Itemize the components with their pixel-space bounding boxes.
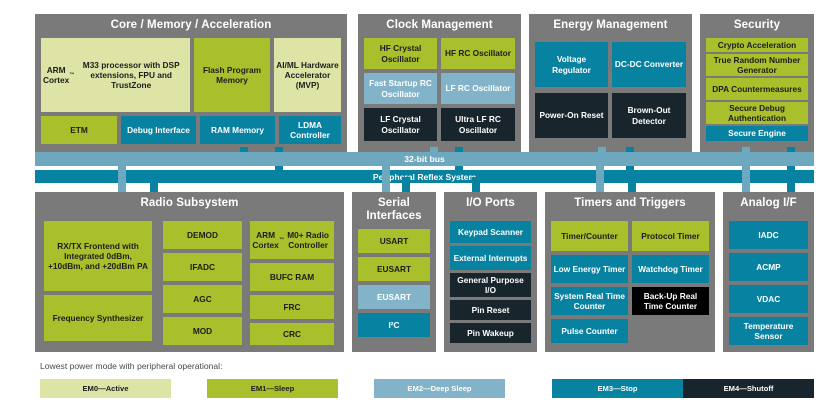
panel-radio-title: Radio Subsystem (140, 197, 239, 209)
block-i2c: I²C (358, 313, 430, 337)
bus-stub (787, 177, 795, 192)
block-frequency-synthesizer: Frequency Synthesizer (44, 295, 152, 341)
block-timer-counter: Timer/Counter (551, 221, 628, 251)
block-demod: DEMOD (163, 221, 242, 249)
legend-swatch-em4: EM4—Shutoff (683, 379, 814, 398)
panel-timers-and-triggers: Timers and Triggers Timer/Counter Protoc… (545, 192, 715, 352)
block-secure-engine: Secure Engine (706, 126, 808, 141)
block-dc-dc-converter: DC-DC Converter (612, 42, 686, 87)
bus-stub (150, 177, 158, 192)
panel-clock-management: Clock Management HF Crystal Oscillator H… (358, 14, 521, 154)
block-general-purpose-io: General Purpose I/O (450, 273, 531, 297)
block-rx-tx-frontend: RX/TX Frontend with Integrated 0dBm, +10… (44, 221, 152, 291)
block-pulse-counter: Pulse Counter (551, 319, 628, 343)
bus-stub (402, 177, 410, 192)
block-bufc-ram: BUFC RAM (250, 263, 334, 291)
block-ram-memory: RAM Memory (200, 116, 275, 144)
panel-serial-title: Serial Interfaces (366, 197, 422, 222)
legend-caption: Lowest power mode with peripheral operat… (40, 361, 223, 371)
block-external-interrupts: External Interrupts (450, 246, 531, 270)
panel-energy-title: Energy Management (553, 19, 668, 31)
block-lf-rc-oscillator: LF RC Oscillator (441, 73, 515, 104)
block-frc: FRC (250, 295, 334, 319)
bus-stub (742, 160, 750, 192)
panel-analog-if: Analog I/F IADC ACMP VDAC Temperature Se… (723, 192, 814, 352)
panel-core-title: Core / Memory / Acceleration (110, 19, 272, 31)
block-lf-crystal-oscillator: LF Crystal Oscillator (364, 108, 437, 141)
block-eusart-em1: EUSART (358, 257, 430, 281)
block-true-random-number-generator: True Random Number Generator (706, 54, 808, 76)
bus-32-bit-label: 32-bit bus (404, 154, 445, 164)
block-fast-startup-rc-oscillator: Fast Startup RC Oscillator (364, 73, 437, 104)
panel-io-title: I/O Ports (466, 197, 515, 209)
panel-security: Security Crypto Acceleration True Random… (700, 14, 814, 154)
bus-stub (118, 160, 126, 192)
bus-stub (596, 160, 604, 192)
block-protocol-timer: Protocol Timer (632, 221, 709, 251)
block-agc: AGC (163, 285, 242, 313)
block-eusart-em2: EUSART (358, 285, 430, 309)
block-aiml-hardware-accelerator: AI/ML Hardware Accelerator (MVP) (274, 38, 341, 112)
block-power-on-reset: Power-On Reset (535, 93, 608, 138)
bus-prs-label: Peripheral Reflex System (372, 171, 477, 182)
panel-analog-title: Analog I/F (740, 197, 797, 209)
block-crypto-acceleration: Crypto Acceleration (706, 38, 808, 52)
bus-stub (628, 177, 636, 192)
panel-energy-management: Energy Management Voltage Regulator DC-D… (529, 14, 692, 154)
block-acmp: ACMP (729, 253, 808, 281)
block-temperature-sensor: Temperature Sensor (729, 317, 808, 345)
block-watchdog-timer: Watchdog Timer (632, 255, 709, 283)
legend-swatch-em3: EM3—Stop (552, 379, 683, 398)
block-pin-wakeup: Pin Wakeup (450, 323, 531, 343)
block-hf-crystal-oscillator: HF Crystal Oscillator (364, 38, 437, 69)
legend-swatch-em0: EM0—Active (40, 379, 171, 398)
legend-swatch-em2: EM2—Deep Sleep (374, 379, 505, 398)
block-system-real-time-counter: System Real Time Counter (551, 287, 628, 315)
block-ifadc: IFADC (163, 253, 242, 281)
block-dpa-countermeasures: DPA Countermeasures (706, 78, 808, 100)
block-mod: MOD (163, 317, 242, 345)
legend-swatch-em1: EM1—Sleep (207, 379, 338, 398)
bus-stub (472, 177, 480, 192)
block-flash-program-memory: Flash Program Memory (194, 38, 270, 112)
block-debug-interface: Debug Interface (121, 116, 196, 144)
block-keypad-scanner: Keypad Scanner (450, 221, 531, 243)
bus-stub (382, 160, 390, 192)
panel-clock-title: Clock Management (386, 19, 493, 31)
block-vdac: VDAC (729, 285, 808, 313)
block-usart: USART (358, 229, 430, 253)
block-iadc: IADC (729, 221, 808, 249)
block-crc: CRC (250, 323, 334, 345)
bus-32-bit: 32-bit bus (35, 152, 814, 166)
block-ldma-controller: LDMA Controller (279, 116, 341, 144)
bus-peripheral-reflex-system: Peripheral Reflex System (35, 170, 814, 183)
block-secure-debug-authentication: Secure Debug Authentication (706, 102, 808, 124)
panel-radio-subsystem: Radio Subsystem RX/TX Frontend with Inte… (35, 192, 344, 352)
block-ultra-lf-rc-oscillator: Ultra LF RC Oscillator (441, 108, 515, 141)
block-hf-rc-oscillator: HF RC Oscillator (441, 38, 515, 69)
panel-timers-title: Timers and Triggers (574, 197, 686, 209)
block-brown-out-detector: Brown-Out Detector (612, 93, 686, 138)
panel-serial-interfaces: Serial Interfaces USART EUSART EUSART I²… (352, 192, 436, 352)
block-backup-real-time-counter: Back-Up Real Time Counter (632, 287, 709, 315)
block-voltage-regulator: Voltage Regulator (535, 42, 608, 87)
block-etm: ETM (41, 116, 117, 144)
block-low-energy-timer: Low Energy Timer (551, 255, 628, 283)
panel-security-title: Security (733, 19, 781, 31)
block-pin-reset: Pin Reset (450, 300, 531, 320)
panel-io-ports: I/O Ports Keypad Scanner External Interr… (444, 192, 537, 352)
